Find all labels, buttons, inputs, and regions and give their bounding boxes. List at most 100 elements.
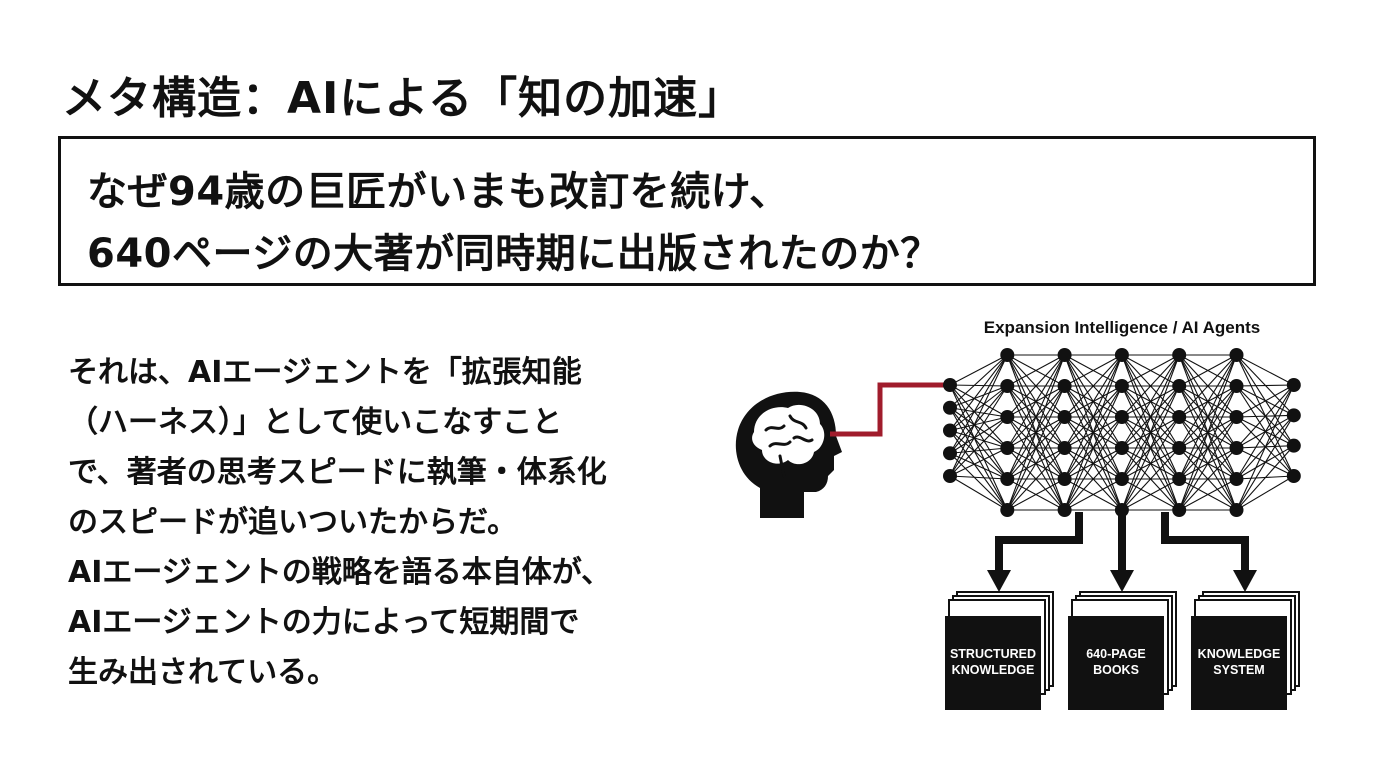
network-edge <box>949 447 1008 454</box>
network-edge <box>949 385 1008 454</box>
body-line-1: それは、AIエージェントを「拡張知能 <box>68 355 582 390</box>
network-node <box>1172 441 1187 455</box>
network-edge <box>1236 384 1295 480</box>
network-edge <box>949 475 1008 511</box>
network-node <box>1000 379 1015 393</box>
network-edge <box>1121 354 1180 449</box>
network-edge <box>1007 354 1065 387</box>
network-node <box>1229 379 1244 393</box>
body-line-5: AIエージェントの戦略を語る本自体が、 <box>68 555 612 590</box>
network-edge <box>949 354 1008 454</box>
network-edge <box>949 354 1008 431</box>
stack-front <box>1068 616 1164 710</box>
question-line-2: 640ページの大著が同時期に出版されたのか？ <box>87 231 941 277</box>
network-node <box>1229 441 1244 455</box>
network-node <box>1172 379 1187 393</box>
network-node <box>1114 379 1129 393</box>
network-node <box>1114 348 1129 362</box>
network-node <box>1172 503 1187 517</box>
network-edge <box>949 447 1008 477</box>
network-node <box>1000 441 1015 455</box>
network-node <box>1229 410 1244 424</box>
network-edge <box>1236 415 1295 511</box>
body-text: それは、AIエージェントを「拡張知能 （ハーネス）」として使いこなすこと で、著… <box>68 348 718 698</box>
down-arrow-icon <box>995 512 1083 575</box>
body-line-6: AIエージェントの力によって短期間で <box>68 605 580 640</box>
network-node <box>1057 348 1072 362</box>
network-edge <box>949 384 1008 511</box>
question-line-1: なぜ94歳の巨匠がいまも改訂を続け、 <box>87 169 790 215</box>
diagram-svg: Expansion Intelligence / AI Agents STRUC… <box>735 318 1301 710</box>
network-edge <box>1236 354 1295 386</box>
network-edge <box>949 385 1008 409</box>
output-arrows <box>987 512 1257 592</box>
network-node <box>1114 472 1129 486</box>
network-node <box>1172 472 1187 486</box>
network-edge <box>949 354 1008 386</box>
question-box: なぜ94歳の巨匠がいまも改訂を続け、 640ページの大著が同時期に出版されたのか… <box>58 136 1316 286</box>
network-node <box>943 469 957 483</box>
network-edge <box>1064 447 1123 511</box>
network-edge <box>1006 447 1066 511</box>
network-edge <box>949 416 1008 477</box>
network-node <box>943 446 957 461</box>
network-node <box>1286 469 1301 483</box>
network-node <box>1229 503 1244 517</box>
network-edge <box>949 354 1008 477</box>
network-edge <box>1121 385 1180 511</box>
body-line-2: （ハーネス）」として使いこなすこと <box>68 405 563 440</box>
network-edge <box>949 407 1008 449</box>
network-edge <box>1178 416 1237 511</box>
network-node <box>1057 410 1072 424</box>
body-line-4: のスピードが追いついたからだ。 <box>68 505 518 540</box>
network-node <box>1114 441 1129 455</box>
network-edge <box>949 407 1008 418</box>
network-edge <box>1121 478 1180 511</box>
body-line-7: 生み出されている。 <box>68 655 338 690</box>
network-edges <box>949 354 1295 511</box>
down-arrow-head <box>987 570 1011 592</box>
network-edge <box>1064 478 1123 511</box>
network-edge <box>1064 416 1123 511</box>
network-node <box>1286 378 1301 392</box>
network-edge <box>1006 385 1066 511</box>
network-edge <box>1121 447 1180 511</box>
network-node <box>943 400 957 415</box>
network-node <box>1057 503 1072 517</box>
network-node <box>1000 348 1015 362</box>
network-edge <box>949 407 1008 511</box>
network-edge <box>1064 354 1123 387</box>
network-node <box>1286 438 1301 453</box>
network-edge <box>949 416 1008 432</box>
head-with-brain-icon <box>735 391 842 518</box>
network-edge <box>949 384 1008 418</box>
network-node <box>1286 408 1301 423</box>
page-title: メタ構造：AIによる「知の加速」 <box>62 73 744 124</box>
network-edge <box>1178 447 1237 511</box>
network-edge <box>949 407 1008 480</box>
network-node <box>1000 410 1015 424</box>
stack-front <box>945 616 1041 710</box>
network-edge <box>1121 354 1180 511</box>
red-connector-line <box>830 382 948 437</box>
network-edge <box>949 452 1008 511</box>
network-edge <box>1236 384 1295 418</box>
network-edge <box>1121 416 1180 511</box>
network-edge <box>1006 354 1066 480</box>
network-node <box>1114 410 1129 424</box>
network-node <box>1172 348 1187 362</box>
output-label-line-2: SYSTEM <box>1213 663 1264 677</box>
network-node <box>943 378 957 392</box>
output-label-line-1: 640-PAGE <box>1086 647 1146 661</box>
network-node <box>1172 410 1187 424</box>
network-node <box>1229 472 1244 486</box>
network-edge <box>1121 354 1180 480</box>
network-edge <box>1178 354 1238 511</box>
down-arrow-head <box>1233 570 1257 592</box>
network-edge <box>1178 354 1237 449</box>
network-edge <box>949 475 1008 480</box>
neural-network <box>943 348 1301 517</box>
network-edge <box>1121 354 1180 418</box>
network-edge <box>949 384 1008 387</box>
